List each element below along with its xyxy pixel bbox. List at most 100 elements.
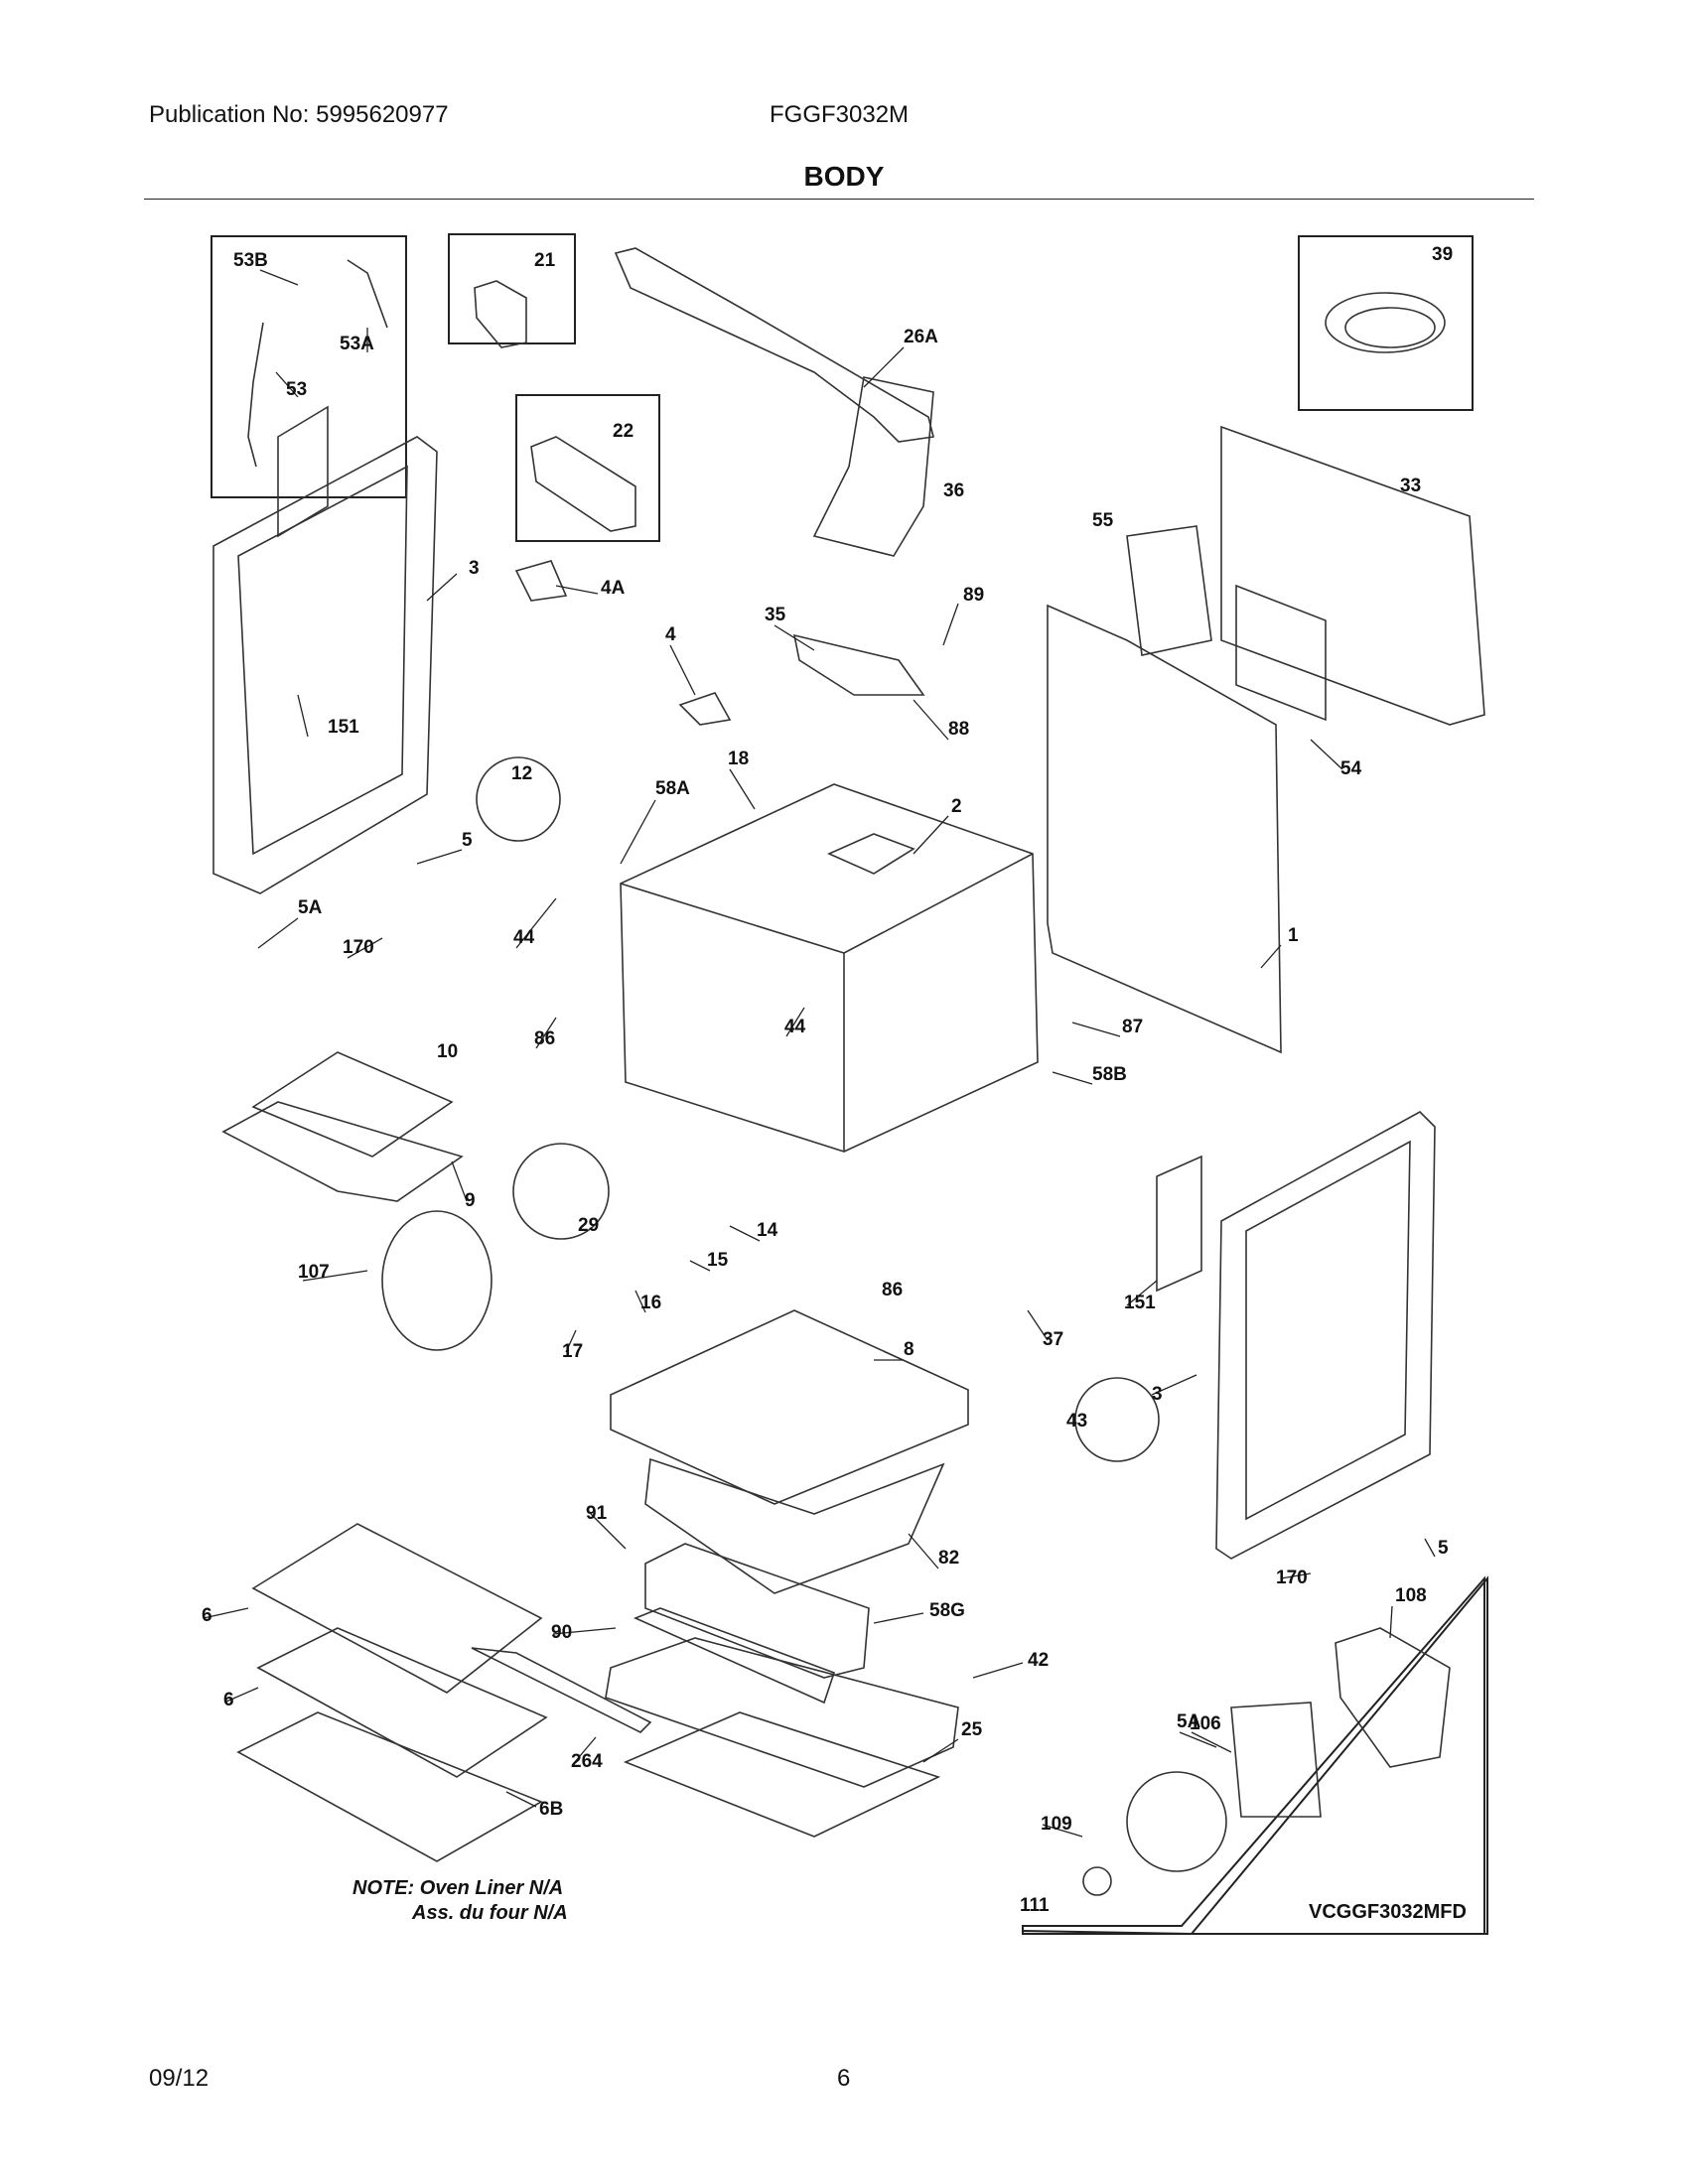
leader-line [1151, 1374, 1197, 1396]
part-label: 54 [1340, 758, 1362, 779]
leader-line [913, 699, 949, 741]
part-label: 25 [961, 1719, 983, 1740]
part-label: 14 [757, 1220, 778, 1241]
part-label: 39 [1432, 244, 1453, 265]
inset-box-thermostat [211, 235, 407, 498]
leader-line [1191, 1731, 1232, 1753]
leader-line [1389, 1605, 1393, 1639]
part-label: 5 [462, 830, 473, 851]
part-label: 35 [765, 605, 786, 625]
part-label: 107 [298, 1262, 330, 1283]
part-label: 6 [202, 1605, 212, 1626]
part-label: 58A [655, 778, 690, 799]
leader-line [913, 815, 949, 855]
part-106 [1230, 1702, 1322, 1818]
part-label: 43 [1066, 1411, 1087, 1432]
leader-line [573, 1736, 597, 1764]
part-54 [1235, 584, 1327, 722]
part-label: 36 [943, 480, 964, 501]
leader-line [416, 849, 463, 865]
note-line-2: Ass. du four N/A [411, 1902, 568, 1924]
leader-line [1179, 1731, 1217, 1748]
part-3-left-panel-inner [237, 465, 408, 856]
part-label: 26A [904, 327, 938, 347]
leader-line [620, 799, 656, 865]
part-label: 55 [1092, 510, 1114, 531]
part-label: 21 [534, 250, 556, 271]
part-label: 18 [728, 749, 749, 769]
part-109-blade [1126, 1771, 1227, 1872]
part-39-harness [1325, 292, 1446, 353]
part-label: 44 [513, 927, 535, 948]
inset-box-fan-outline [1022, 1575, 1488, 1936]
part-33-rear [1220, 425, 1485, 726]
part-53a [347, 259, 388, 329]
part-label: 6B [539, 1799, 563, 1820]
part-29-inset [512, 1143, 610, 1240]
part-label: 53B [233, 250, 268, 271]
leader-line [634, 1290, 646, 1313]
part-label: 151 [1124, 1293, 1156, 1313]
part-151-left [277, 405, 329, 538]
part-label: 53A [340, 334, 374, 354]
footer-date: 09/12 [149, 2065, 210, 2092]
part-107-fan-cover [381, 1210, 492, 1351]
leader-line [922, 1738, 959, 1763]
part-label: 17 [562, 1341, 583, 1362]
part-3-left-panel [212, 436, 438, 894]
part-label: 86 [534, 1028, 555, 1049]
part-53-probe [247, 322, 264, 468]
part-2-bracket [827, 833, 915, 875]
part-111 [1082, 1866, 1112, 1896]
part-label: 3 [1152, 1384, 1163, 1405]
model-number: FGGF3032M [770, 101, 910, 128]
part-4 [678, 692, 732, 726]
part-label: 5A [298, 897, 323, 918]
part-label: 29 [578, 1215, 599, 1236]
leader-line [302, 1270, 368, 1282]
leader-line [203, 1607, 249, 1619]
leader-line [1071, 1022, 1121, 1037]
part-label: 53 [286, 379, 307, 400]
leader-line [1052, 1071, 1093, 1085]
part-label: 5A [1177, 1711, 1201, 1732]
page-title: BODY [803, 161, 885, 192]
part-35 [792, 633, 925, 696]
part-label: 86 [882, 1280, 903, 1300]
part-label: 264 [571, 1751, 603, 1772]
part-12-inset [476, 756, 561, 842]
leader-line [1126, 1280, 1158, 1306]
part-label: 44 [784, 1017, 806, 1037]
inset-box-21 [448, 233, 576, 344]
leader-line [669, 644, 696, 696]
leader-line [1042, 1824, 1083, 1838]
part-label: 109 [1041, 1814, 1072, 1835]
part-label: 111 [1020, 1895, 1050, 1916]
part-3-right-panel [1215, 1111, 1436, 1560]
leader-line [451, 1160, 468, 1202]
diagram-code: VCGGF3032MFD [1309, 1901, 1467, 1923]
leader-line [1310, 739, 1343, 770]
note-line-1: NOTE: Oven Liner N/A [352, 1877, 563, 1899]
part-55 [1126, 525, 1212, 656]
part-label: 4 [665, 624, 676, 645]
part-22 [530, 436, 636, 532]
part-label: 37 [1043, 1329, 1063, 1350]
part-label: 108 [1395, 1585, 1427, 1606]
inset-box-fan [1022, 1575, 1485, 1935]
part-39-harness-coil [1344, 307, 1436, 348]
leader-line [1424, 1538, 1436, 1558]
leader-line [257, 917, 299, 949]
leader-line [505, 1791, 537, 1808]
part-82 [644, 1457, 945, 1594]
part-label: 2 [951, 796, 962, 817]
leader-line [689, 1260, 711, 1272]
part-label: 22 [613, 421, 633, 442]
leader-line [1260, 944, 1282, 969]
part-9-housing [221, 1101, 464, 1202]
part-label: 4A [601, 578, 626, 599]
leader-line [590, 1513, 627, 1550]
part-label: 58B [1092, 1064, 1127, 1085]
part-6b-rack [236, 1711, 543, 1862]
part-label: 58G [929, 1600, 965, 1621]
